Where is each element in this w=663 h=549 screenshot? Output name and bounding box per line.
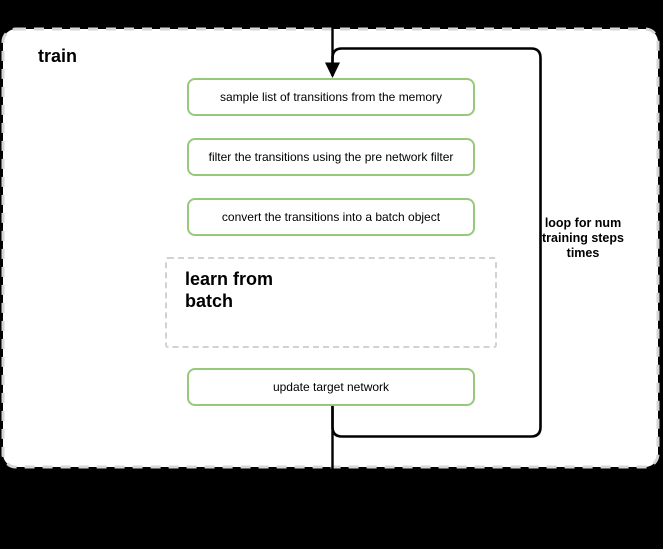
step-box-sample-transitions: sample list of transitions from the memo… xyxy=(187,78,475,116)
subprocess-box-learn-from-batch: learn from batch xyxy=(165,257,497,348)
step-box-update-target-network: update target network xyxy=(187,368,475,406)
incoming-arrowhead-icon xyxy=(325,62,340,78)
loop-rectangle xyxy=(331,47,542,438)
subprocess-label: learn from batch xyxy=(185,269,274,311)
loop-annotation-label: loop for num training steps times xyxy=(542,216,624,260)
step-box-convert-batch: convert the transitions into a batch obj… xyxy=(187,198,475,236)
train-container xyxy=(1,27,660,469)
container-title: train xyxy=(38,46,78,66)
step-box-filter-transitions: filter the transitions using the pre net… xyxy=(187,138,475,176)
